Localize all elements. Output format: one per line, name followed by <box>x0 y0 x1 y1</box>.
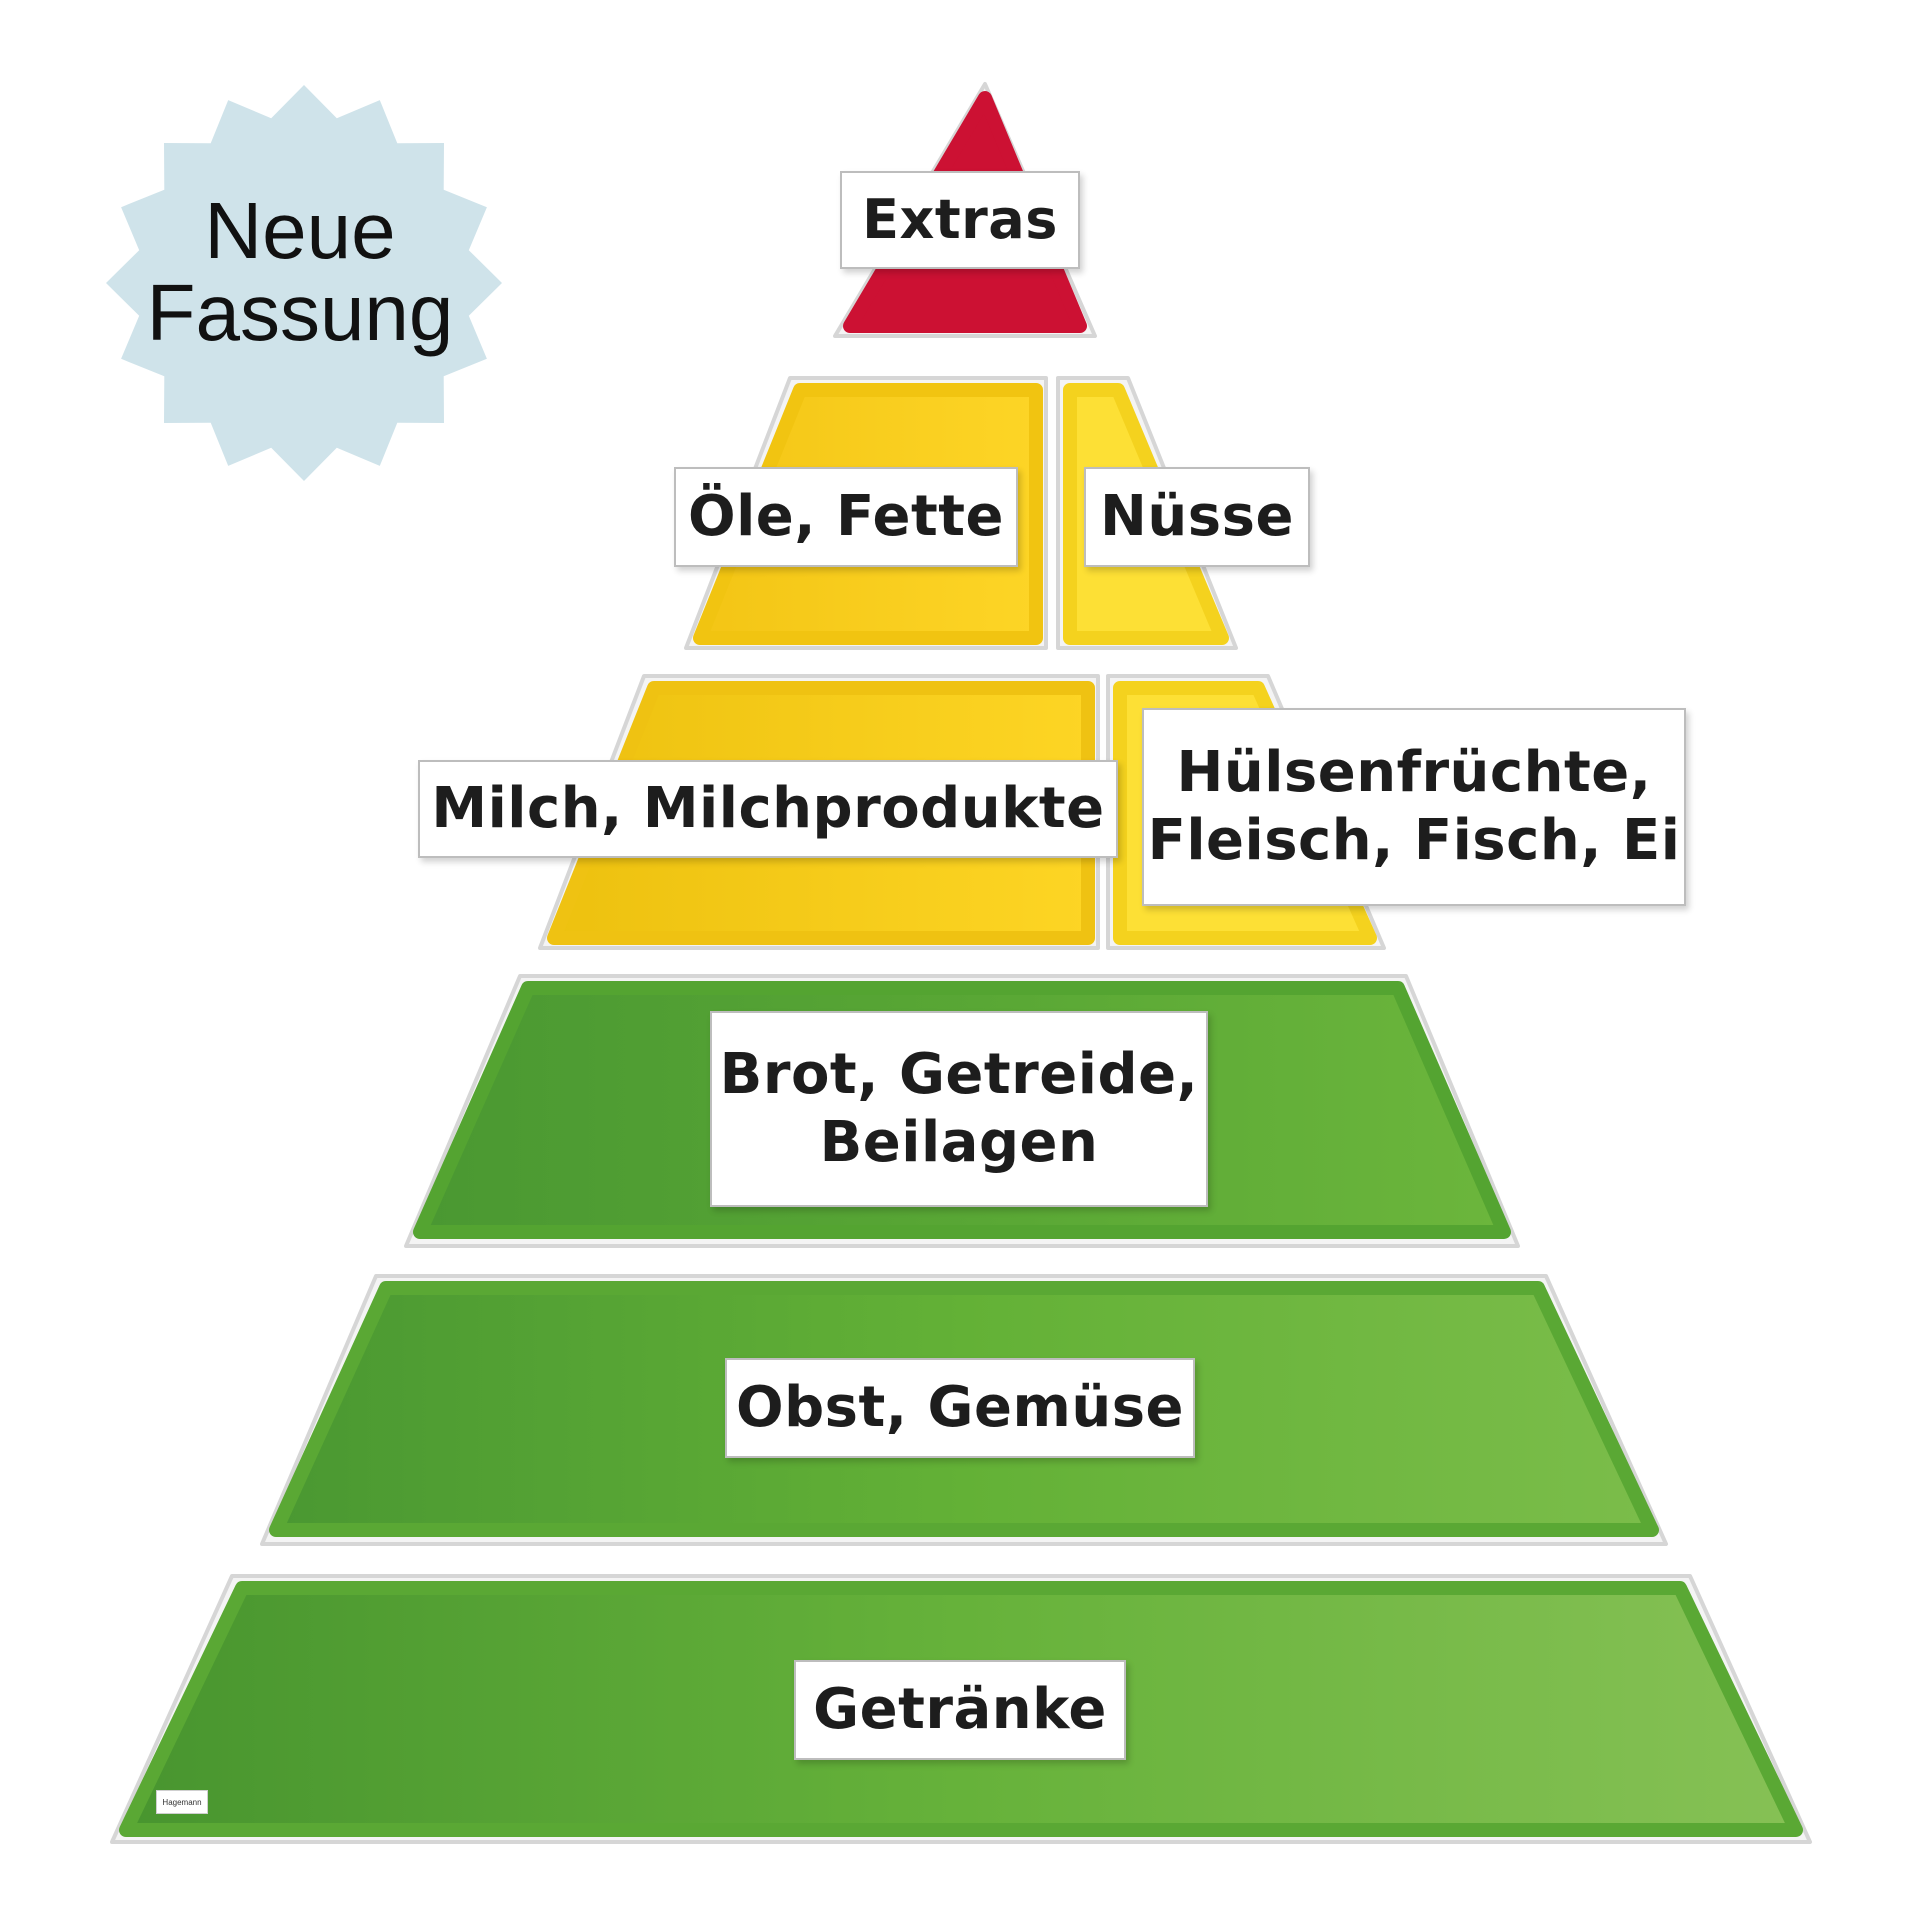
label-protein: Hülsenfrüchte, Fleisch, Fisch, Ei <box>1142 708 1686 906</box>
label-nuts: Nüsse <box>1084 467 1310 567</box>
label-beverages: Getränke <box>794 1660 1126 1760</box>
brand-logo: Hagemann <box>156 1790 208 1814</box>
label-oils-fats-text: Öle, Fette <box>687 483 1005 549</box>
label-grains: Brot, Getreide, Beilagen <box>710 1011 1208 1207</box>
label-grains-line-2: Beilagen <box>819 1110 1099 1175</box>
label-dairy: Milch, Milchprodukte <box>418 760 1118 858</box>
label-fruit-veg: Obst, Gemüse <box>725 1358 1195 1458</box>
badge-text: Neue Fassung <box>110 190 490 354</box>
label-protein-line-2: Fleisch, Fisch, Ei <box>1147 808 1681 873</box>
label-extras: Extras <box>840 171 1080 269</box>
label-fruit-veg-text: Obst, Gemüse <box>735 1374 1185 1440</box>
badge-line-2: Fassung <box>146 268 454 357</box>
label-oils-fats: Öle, Fette <box>674 467 1018 567</box>
label-dairy-text: Milch, Milchprodukte <box>431 775 1105 841</box>
label-extras-text: Extras <box>862 188 1058 252</box>
label-beverages-text: Getränke <box>813 1676 1107 1742</box>
badge-line-1: Neue <box>204 186 396 275</box>
label-grains-line-1: Brot, Getreide, <box>719 1041 1199 1107</box>
label-nuts-text: Nüsse <box>1100 483 1294 549</box>
new-version-badge <box>106 85 502 481</box>
brand-logo-text: Hagemann <box>162 1797 202 1807</box>
label-protein-line-1: Hülsenfrüchte, <box>1176 739 1652 805</box>
badge-starburst-shape <box>106 85 502 481</box>
